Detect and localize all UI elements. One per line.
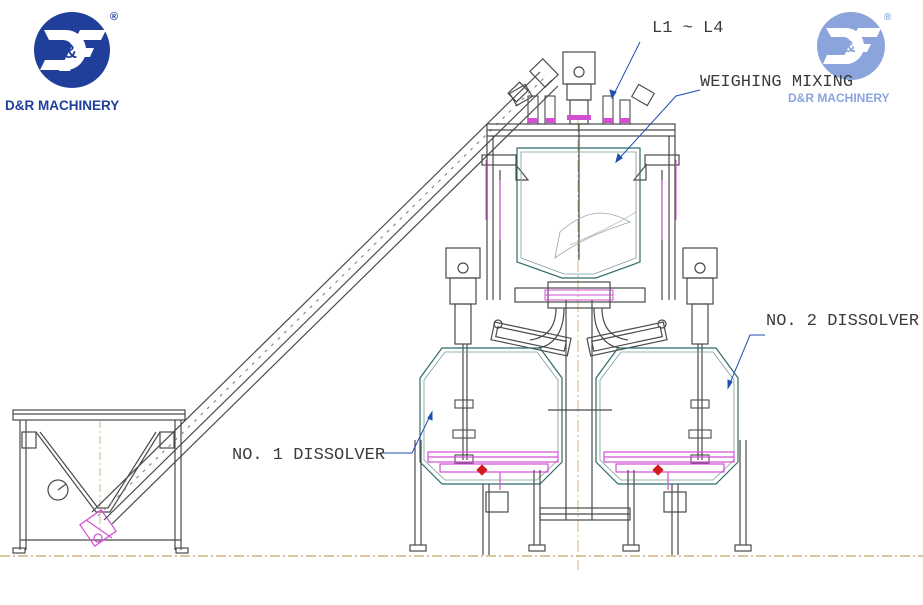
dissolver-2-jacket: [603, 451, 735, 490]
logo-right-ampersand: &: [844, 39, 856, 56]
dissolver-1-motor: [445, 247, 481, 460]
load-cell-marks: [485, 160, 677, 240]
label-dissolver-2: NO. 2 DISSOLVER: [766, 312, 919, 331]
discharge-manifold: [514, 281, 646, 349]
logo-left-registered: ®: [110, 11, 118, 23]
manifold-highlight: [544, 289, 614, 301]
screw-conveyor: [91, 57, 559, 525]
manhole-cover-right: [586, 319, 668, 357]
dissolver-2-agitator: [688, 399, 712, 464]
central-lower-frame: [539, 300, 631, 521]
logo-left-mark: &: [34, 12, 110, 88]
logo-left-brand-name: D&R MACHINERY: [5, 98, 119, 113]
dissolver-1-valve-marker: [476, 464, 488, 476]
screw-feeder-inlet: [79, 509, 117, 547]
top-agitator-motor: [562, 51, 596, 260]
dissolver-2-valve-marker: [652, 464, 664, 476]
leader-lines: [380, 41, 765, 454]
logo-right-registered: ®: [884, 12, 892, 23]
label-weighing-mixing: WEIGHING MIXING: [700, 73, 853, 92]
feed-hopper: [12, 409, 189, 554]
dissolver-2-motor: [682, 247, 718, 460]
logo-right: & ® D&R MACHINERY: [788, 12, 892, 105]
inlet-pipes: [508, 83, 656, 125]
logo-left: & ® D&R MACHINERY: [5, 11, 119, 113]
weighing-mixing-tank: [516, 147, 641, 279]
dissolver-1-jacket: [427, 451, 559, 490]
label-dissolver-1: NO. 1 DISSOLVER: [232, 446, 385, 465]
inlet-valves: [528, 115, 630, 123]
label-load-cells: L1 ~ L4: [652, 19, 723, 38]
logo-right-brand-name: D&R MACHINERY: [788, 91, 890, 105]
logo-left-ampersand: &: [64, 42, 77, 62]
manhole-cover-left: [490, 319, 572, 357]
logo-right-mark: &: [817, 12, 885, 80]
dissolver-1-agitator: [452, 399, 476, 464]
dissolver-2-legs: [622, 440, 752, 555]
